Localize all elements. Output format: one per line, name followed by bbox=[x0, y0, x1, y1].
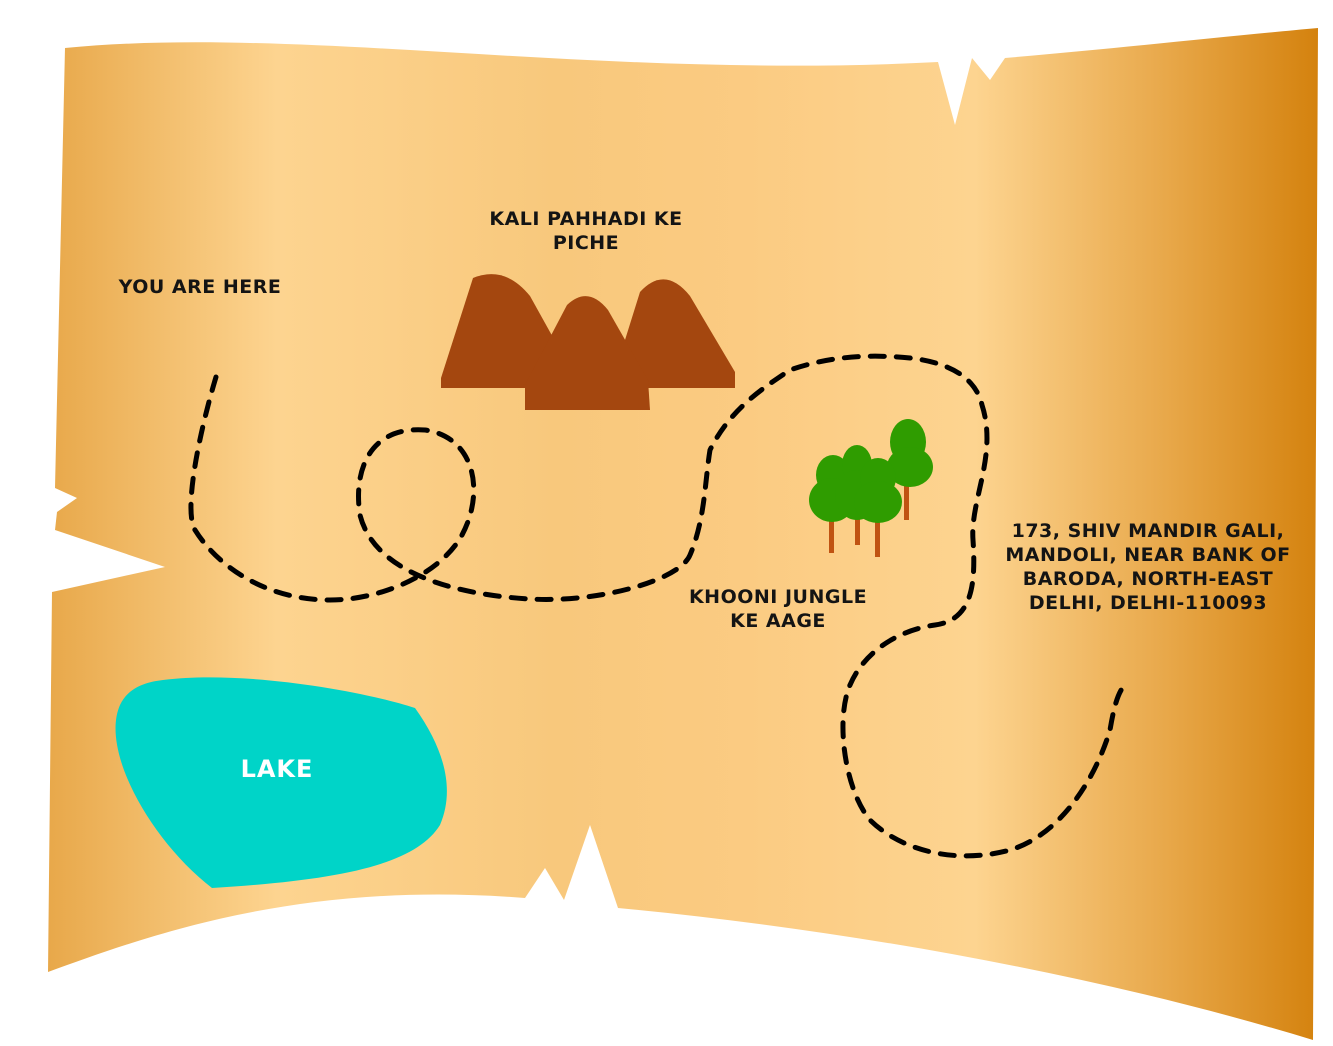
jungle-label-line2: KE AAGE bbox=[730, 610, 826, 632]
dashed-trail bbox=[188, 353, 1131, 859]
mountains-icon bbox=[441, 274, 735, 410]
you-are-here-label: YOU ARE HERE bbox=[118, 276, 282, 298]
mountains-label-line1: KALI PAHHADI KE bbox=[489, 208, 682, 230]
destination-address-line2: MANDOLI, NEAR BANK OF bbox=[1005, 544, 1290, 566]
lake-shape bbox=[115, 677, 447, 888]
destination-address-line1: 173, SHIV MANDIR GALI, bbox=[1012, 520, 1285, 542]
mountains-label-line2: PICHE bbox=[553, 232, 619, 254]
jungle-label-line1: KHOONI JUNGLE bbox=[689, 586, 867, 608]
destination-address-line3: BARODA, NORTH-EAST bbox=[1023, 568, 1274, 590]
lake-label: LAKE bbox=[241, 755, 314, 783]
destination-address-line4: DELHI, DELHI-110093 bbox=[1029, 592, 1267, 614]
trees-icon bbox=[809, 419, 933, 557]
